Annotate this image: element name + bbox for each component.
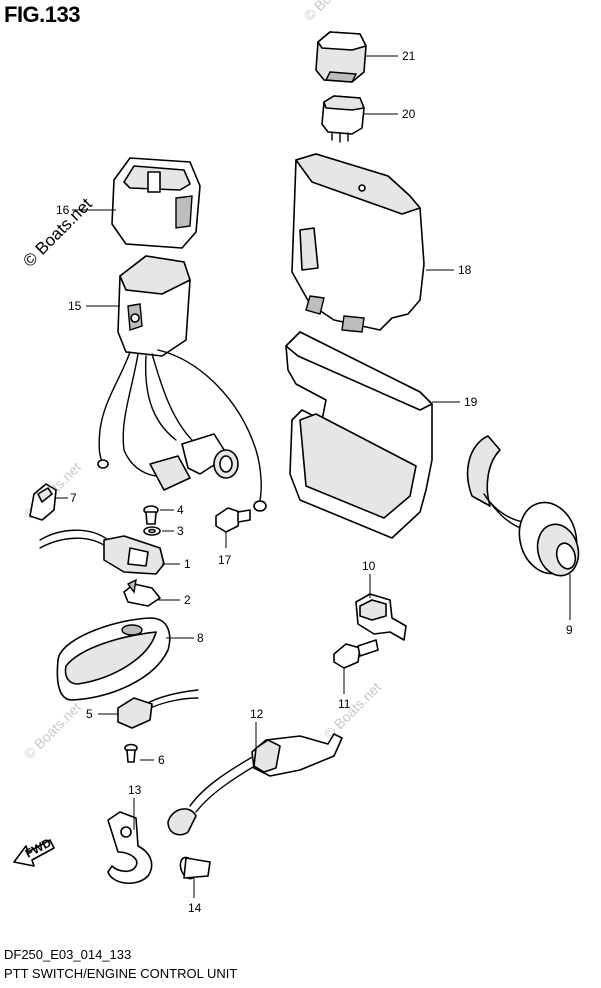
figure-title: FIG.133 bbox=[4, 2, 80, 27]
callout-7: 7 bbox=[70, 491, 77, 505]
part-20-relay[interactable] bbox=[321, 95, 365, 143]
fwd-direction-marker: FWD bbox=[13, 835, 55, 867]
part-21-relay-cap[interactable] bbox=[315, 31, 367, 83]
watermark: © Boats.net bbox=[321, 679, 384, 742]
callout-2: 2 bbox=[184, 593, 191, 607]
part-3-washer[interactable] bbox=[143, 526, 161, 536]
callout-1: 1 bbox=[184, 557, 191, 571]
part-5-ptt-switch[interactable] bbox=[117, 689, 199, 729]
callout-numbers: 21 20 16 15 18 19 7 4 3 1 2 8 5 6 17 9 1… bbox=[56, 49, 573, 915]
part-10-bracket[interactable] bbox=[355, 593, 407, 641]
callout-18: 18 bbox=[458, 263, 472, 277]
callout-5: 5 bbox=[86, 707, 93, 721]
callout-4: 4 bbox=[177, 503, 184, 517]
callout-21: 21 bbox=[402, 49, 416, 63]
part-6-screw[interactable] bbox=[124, 743, 138, 763]
callout-9: 9 bbox=[566, 623, 573, 637]
part-15-ptt-relay-unit[interactable] bbox=[97, 255, 267, 512]
part-12-trim-sender[interactable] bbox=[167, 733, 343, 836]
part-8-switch-cover[interactable] bbox=[56, 617, 171, 701]
part-4-screw[interactable] bbox=[143, 505, 159, 525]
part-19-ecu-cover[interactable] bbox=[285, 331, 433, 539]
callout-15: 15 bbox=[68, 299, 82, 313]
figure-caption: PTT SWITCH/ENGINE CONTROL UNIT bbox=[4, 966, 238, 981]
watermark: © Boats.net bbox=[21, 699, 84, 762]
part-16-relay-cover[interactable] bbox=[111, 157, 201, 249]
part-9-harness-grommet[interactable] bbox=[466, 435, 585, 580]
figure-code: DF250_E03_014_133 bbox=[4, 947, 132, 962]
callout-17: 17 bbox=[218, 553, 232, 567]
part-7-clamp[interactable] bbox=[29, 483, 57, 521]
callout-10: 10 bbox=[362, 559, 376, 573]
part-18-engine-control-unit[interactable] bbox=[291, 153, 425, 333]
watermark: © Boats.net bbox=[301, 0, 364, 24]
callout-20: 20 bbox=[402, 107, 416, 121]
callout-6: 6 bbox=[158, 753, 165, 767]
callout-16: 16 bbox=[56, 203, 70, 217]
callout-19: 19 bbox=[464, 395, 478, 409]
part-1-ptt-switch-holder[interactable] bbox=[39, 529, 165, 575]
callout-12: 12 bbox=[250, 707, 264, 721]
callout-8: 8 bbox=[197, 631, 204, 645]
part-17-bolt[interactable] bbox=[215, 507, 251, 533]
part-14-screw[interactable] bbox=[178, 855, 211, 880]
part-11-bolt[interactable] bbox=[333, 639, 379, 669]
callout-3: 3 bbox=[177, 524, 184, 538]
part-2-clip[interactable] bbox=[123, 578, 161, 607]
leader-lines bbox=[56, 55, 571, 898]
callout-13: 13 bbox=[128, 783, 142, 797]
callout-11: 11 bbox=[338, 697, 351, 711]
part-13-cable-clamp[interactable] bbox=[107, 811, 153, 884]
callout-14: 14 bbox=[188, 901, 202, 915]
